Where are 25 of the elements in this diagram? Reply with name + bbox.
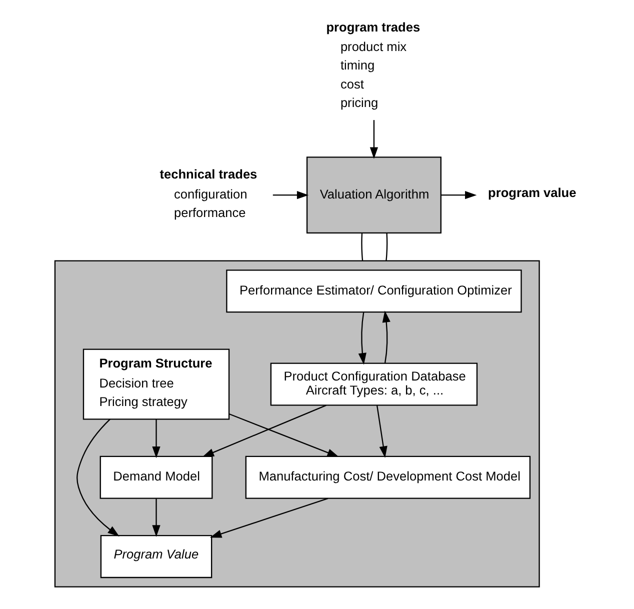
connector: [360, 233, 363, 261]
node-box: Product Configuration Database Aircraft Types: a, b, c, ...: [270, 362, 478, 406]
node-text: program trades product mix timing cost pricing: [326, 19, 420, 110]
node-box: Program Value: [100, 535, 212, 578]
arrow: [202, 404, 326, 458]
connector: [385, 233, 388, 261]
node-box: Performance Estimator/ Configuration Optimizer: [226, 270, 522, 313]
node-box: Demand Model: [99, 456, 212, 499]
arrow: [272, 190, 308, 200]
arrow: [376, 405, 387, 458]
arrow: [440, 190, 476, 200]
arrow: [152, 498, 160, 537]
node-box: Valuation Algorithm: [306, 156, 441, 234]
cluster: [54, 260, 540, 588]
node-box: Program Structure Decision tree Pricing strategy: [82, 348, 230, 420]
node-box: Manufacturing Cost/ Development Cost Model: [244, 456, 530, 499]
arrow: [228, 413, 338, 458]
arrow: [369, 120, 378, 159]
node-text: technical trades configuration performance: [159, 166, 257, 220]
arrow: [209, 498, 328, 538]
arrow: [76, 418, 119, 536]
arrow: [358, 312, 366, 365]
node-text: program value: [488, 185, 576, 200]
arrow: [382, 310, 390, 364]
arrow: [152, 419, 160, 458]
